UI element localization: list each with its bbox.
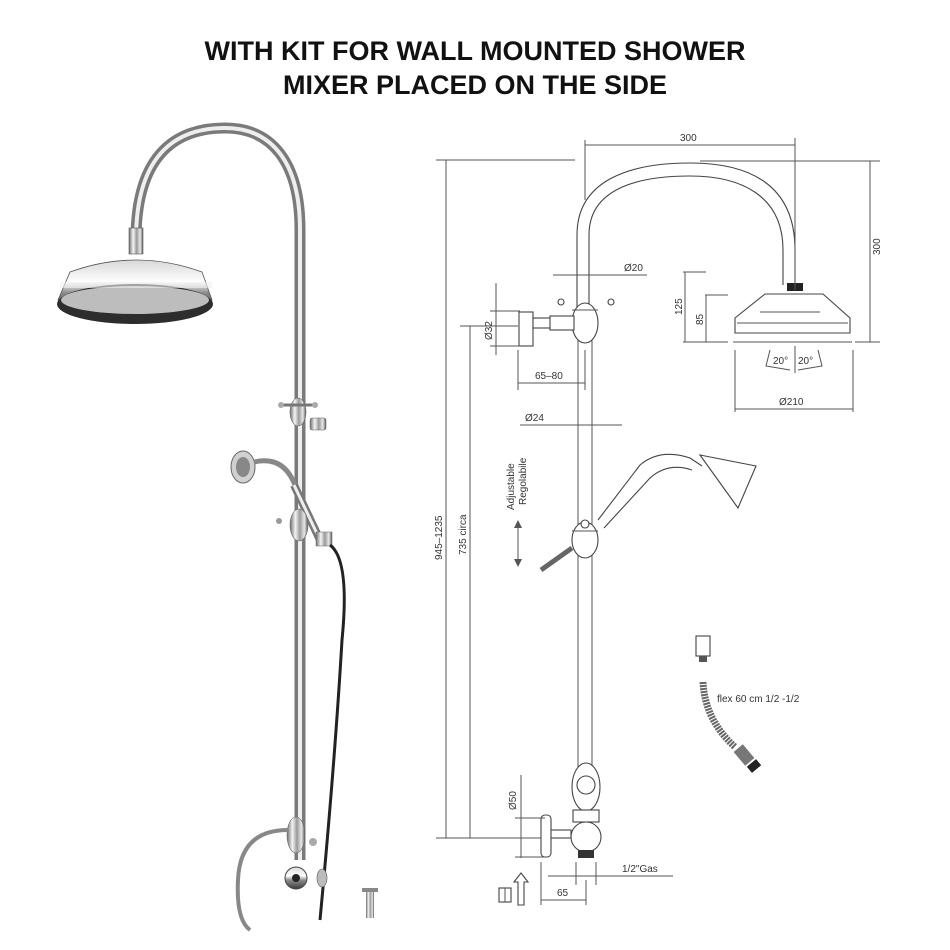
dim-angle-left: 20° <box>773 356 788 367</box>
dim-bracket-diameter: Ø32 <box>484 321 495 340</box>
title-line-1: WITH KIT FOR WALL MOUNTED SHOWER <box>204 36 746 66</box>
dim-mixer-diameter: Ø50 <box>508 791 519 810</box>
dim-pipe-diameter: Ø24 <box>525 413 544 424</box>
dim-angle-right: 20° <box>798 356 813 367</box>
dim-head-height-85: 85 <box>695 313 706 325</box>
dim-pipe-top-diameter: Ø20 <box>624 263 643 274</box>
dim-rail-height: 735 circa <box>458 514 469 555</box>
dim-head-height-125: 125 <box>674 298 685 315</box>
dim-total-height: 945–1235 <box>434 515 445 560</box>
shower-photo <box>57 122 378 932</box>
dim-bracket-projection: 65–80 <box>535 371 563 382</box>
label-adjustable: Adjustable <box>506 463 517 510</box>
dim-head-diameter: Ø210 <box>779 397 804 408</box>
dim-inlet-thread: 1/2"Gas <box>622 864 658 875</box>
label-regolabile: Regolabile <box>518 457 529 505</box>
dim-mixer-projection: 65 <box>557 888 569 899</box>
dim-arm-height: 300 <box>872 238 883 255</box>
technical-drawing: 20° 20° Ø210 300 300 125 85 Ø20 Ø32 <box>434 133 883 906</box>
title-line-2: MIXER PLACED ON THE SIDE <box>282 70 668 100</box>
hose-label: flex 60 cm 1/2 -1/2 <box>717 694 800 705</box>
dim-arm-width: 300 <box>680 133 697 144</box>
